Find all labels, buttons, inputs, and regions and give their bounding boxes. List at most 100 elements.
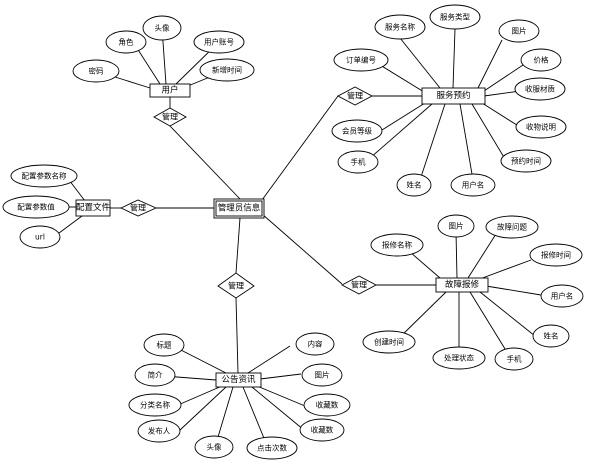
- relationship-user-admin: 管理: [153, 107, 187, 127]
- connector-lines: [54, 27, 542, 449]
- attribute-config-param-name: 配置参数名称: [10, 164, 78, 188]
- svg-text:标题: 标题: [157, 340, 172, 350]
- attribute-notice-publisher: 发布人: [137, 419, 181, 443]
- svg-text:服务预约: 服务预约: [436, 90, 470, 101]
- attribute-user-password: 密码: [72, 59, 120, 83]
- attribute-user-role: 角色: [105, 30, 147, 54]
- svg-text:管理: 管理: [130, 203, 146, 213]
- attribute-repair-report-time: 报修时间: [529, 243, 583, 267]
- attribute-repair-username: 用户名: [540, 284, 584, 308]
- svg-text:服务名称: 服务名称: [385, 22, 415, 32]
- svg-text:故障问题: 故障问题: [497, 222, 527, 232]
- svg-text:用户名: 用户名: [462, 180, 485, 190]
- entity-user: 用户: [149, 83, 191, 98]
- attribute-notice-favorites-count: 收藏数: [303, 393, 351, 417]
- svg-text:图片: 图片: [449, 221, 464, 231]
- entity-service: 服务预约: [421, 87, 486, 105]
- attribute-service-member-level: 会员等级: [331, 119, 383, 143]
- entity-repair: 故障报修: [435, 277, 489, 293]
- svg-text:发布人: 发布人: [148, 426, 171, 436]
- svg-text:密码: 密码: [89, 66, 104, 76]
- svg-text:管理: 管理: [162, 112, 178, 122]
- attribute-repair-fault-issue: 故障问题: [485, 215, 539, 239]
- svg-text:头像: 头像: [207, 442, 222, 452]
- attribute-user-created-time: 新增时间: [199, 58, 255, 82]
- svg-text:服务类型: 服务类型: [440, 12, 470, 22]
- svg-text:角色: 角色: [119, 37, 134, 47]
- attribute-repair-created-time: 创建时间: [362, 330, 416, 354]
- attribute-repair-report-name: 报修名称: [370, 233, 424, 257]
- attribute-repair-full-name: 姓名: [532, 324, 570, 348]
- svg-text:管理: 管理: [347, 91, 363, 101]
- attribute-notice-image: 图片: [301, 363, 343, 387]
- svg-text:预约时间: 预约时间: [511, 156, 541, 166]
- relationship-notice-admin: 管理: [217, 272, 255, 299]
- attribute-service-price: 价格: [520, 48, 562, 72]
- attribute-service-name: 服务名称: [374, 14, 426, 40]
- svg-text:管理: 管理: [228, 281, 244, 291]
- svg-text:配置参数名称: 配置参数名称: [22, 171, 67, 181]
- svg-text:管理员信息: 管理员信息: [218, 203, 261, 214]
- svg-text:会员等级: 会员等级: [342, 126, 372, 136]
- entity-admin: 管理员信息: [213, 198, 265, 219]
- attribute-service-username: 用户名: [450, 173, 496, 197]
- svg-text:收藏数: 收藏数: [311, 425, 334, 435]
- svg-text:图片: 图片: [315, 370, 330, 380]
- svg-text:url: url: [35, 233, 45, 242]
- attribute-notice-summary: 简介: [134, 363, 176, 387]
- svg-text:手机: 手机: [507, 354, 522, 364]
- svg-text:用户: 用户: [161, 85, 178, 96]
- svg-text:收服材质: 收服材质: [525, 84, 555, 94]
- svg-text:手机: 手机: [351, 157, 366, 167]
- svg-text:报修时间: 报修时间: [541, 250, 571, 260]
- svg-text:价格: 价格: [534, 55, 549, 65]
- svg-text:配置文件: 配置文件: [76, 202, 111, 213]
- svg-text:图片: 图片: [512, 26, 527, 36]
- svg-text:姓名: 姓名: [407, 180, 422, 190]
- attribute-service-material: 收服材质: [514, 77, 566, 101]
- attribute-service-item-description: 收物说明: [515, 115, 567, 139]
- attribute-notice-title: 标题: [143, 333, 185, 357]
- attribute-service-type: 服务类型: [429, 4, 481, 30]
- svg-text:新增时间: 新增时间: [212, 65, 242, 75]
- entity-notice: 公告资讯: [215, 372, 262, 388]
- svg-text:简介: 简介: [148, 370, 163, 380]
- svg-text:头像: 头像: [155, 23, 170, 33]
- svg-text:配置参数值: 配置参数值: [17, 202, 55, 212]
- attribute-notice-favorites-count-2: 收藏数: [299, 418, 345, 442]
- attribute-repair-phone: 手机: [494, 347, 534, 371]
- svg-text:点击次数: 点击次数: [257, 443, 287, 453]
- relationship-config-admin: 管理: [119, 199, 158, 217]
- svg-text:公告资讯: 公告资讯: [221, 374, 256, 385]
- svg-text:姓名: 姓名: [544, 331, 559, 341]
- attribute-notice-content: 内容: [295, 332, 335, 356]
- svg-text:故障报修: 故障报修: [445, 279, 480, 290]
- attribute-service-booking-time: 预约时间: [500, 149, 552, 173]
- svg-text:用户账号: 用户账号: [204, 37, 234, 47]
- attribute-repair-status: 处理状态: [432, 346, 486, 370]
- svg-text:处理状态: 处理状态: [444, 353, 474, 363]
- attribute-service-image: 图片: [498, 19, 540, 43]
- attribute-service-phone: 手机: [337, 150, 379, 174]
- attribute-notice-avatar: 头像: [194, 435, 234, 459]
- attribute-service-full-name: 姓名: [396, 173, 432, 197]
- svg-text:用户名: 用户名: [551, 291, 574, 301]
- svg-text:创建时间: 创建时间: [374, 337, 404, 347]
- attribute-notice-click-count: 点击次数: [246, 436, 298, 460]
- svg-text:管理: 管理: [351, 280, 367, 290]
- attribute-repair-image: 图片: [437, 214, 475, 238]
- relationship-repair-admin: 管理: [341, 275, 377, 295]
- svg-text:收藏数: 收藏数: [316, 400, 339, 410]
- attribute-notice-category-name: 分类名称: [128, 393, 182, 417]
- entity-config: 配置文件: [75, 199, 111, 217]
- svg-text:收物说明: 收物说明: [526, 122, 556, 132]
- svg-text:报修名称: 报修名称: [382, 240, 412, 250]
- attribute-user-avatar: 头像: [142, 15, 182, 41]
- attribute-config-param-value: 配置参数值: [2, 195, 70, 219]
- svg-text:内容: 内容: [308, 339, 323, 349]
- relationship-service-admin: 管理: [337, 86, 373, 106]
- svg-text:订单编号: 订单编号: [346, 55, 376, 65]
- attribute-service-order-number: 订单编号: [333, 48, 389, 72]
- attribute-user-account: 用户账号: [193, 30, 245, 54]
